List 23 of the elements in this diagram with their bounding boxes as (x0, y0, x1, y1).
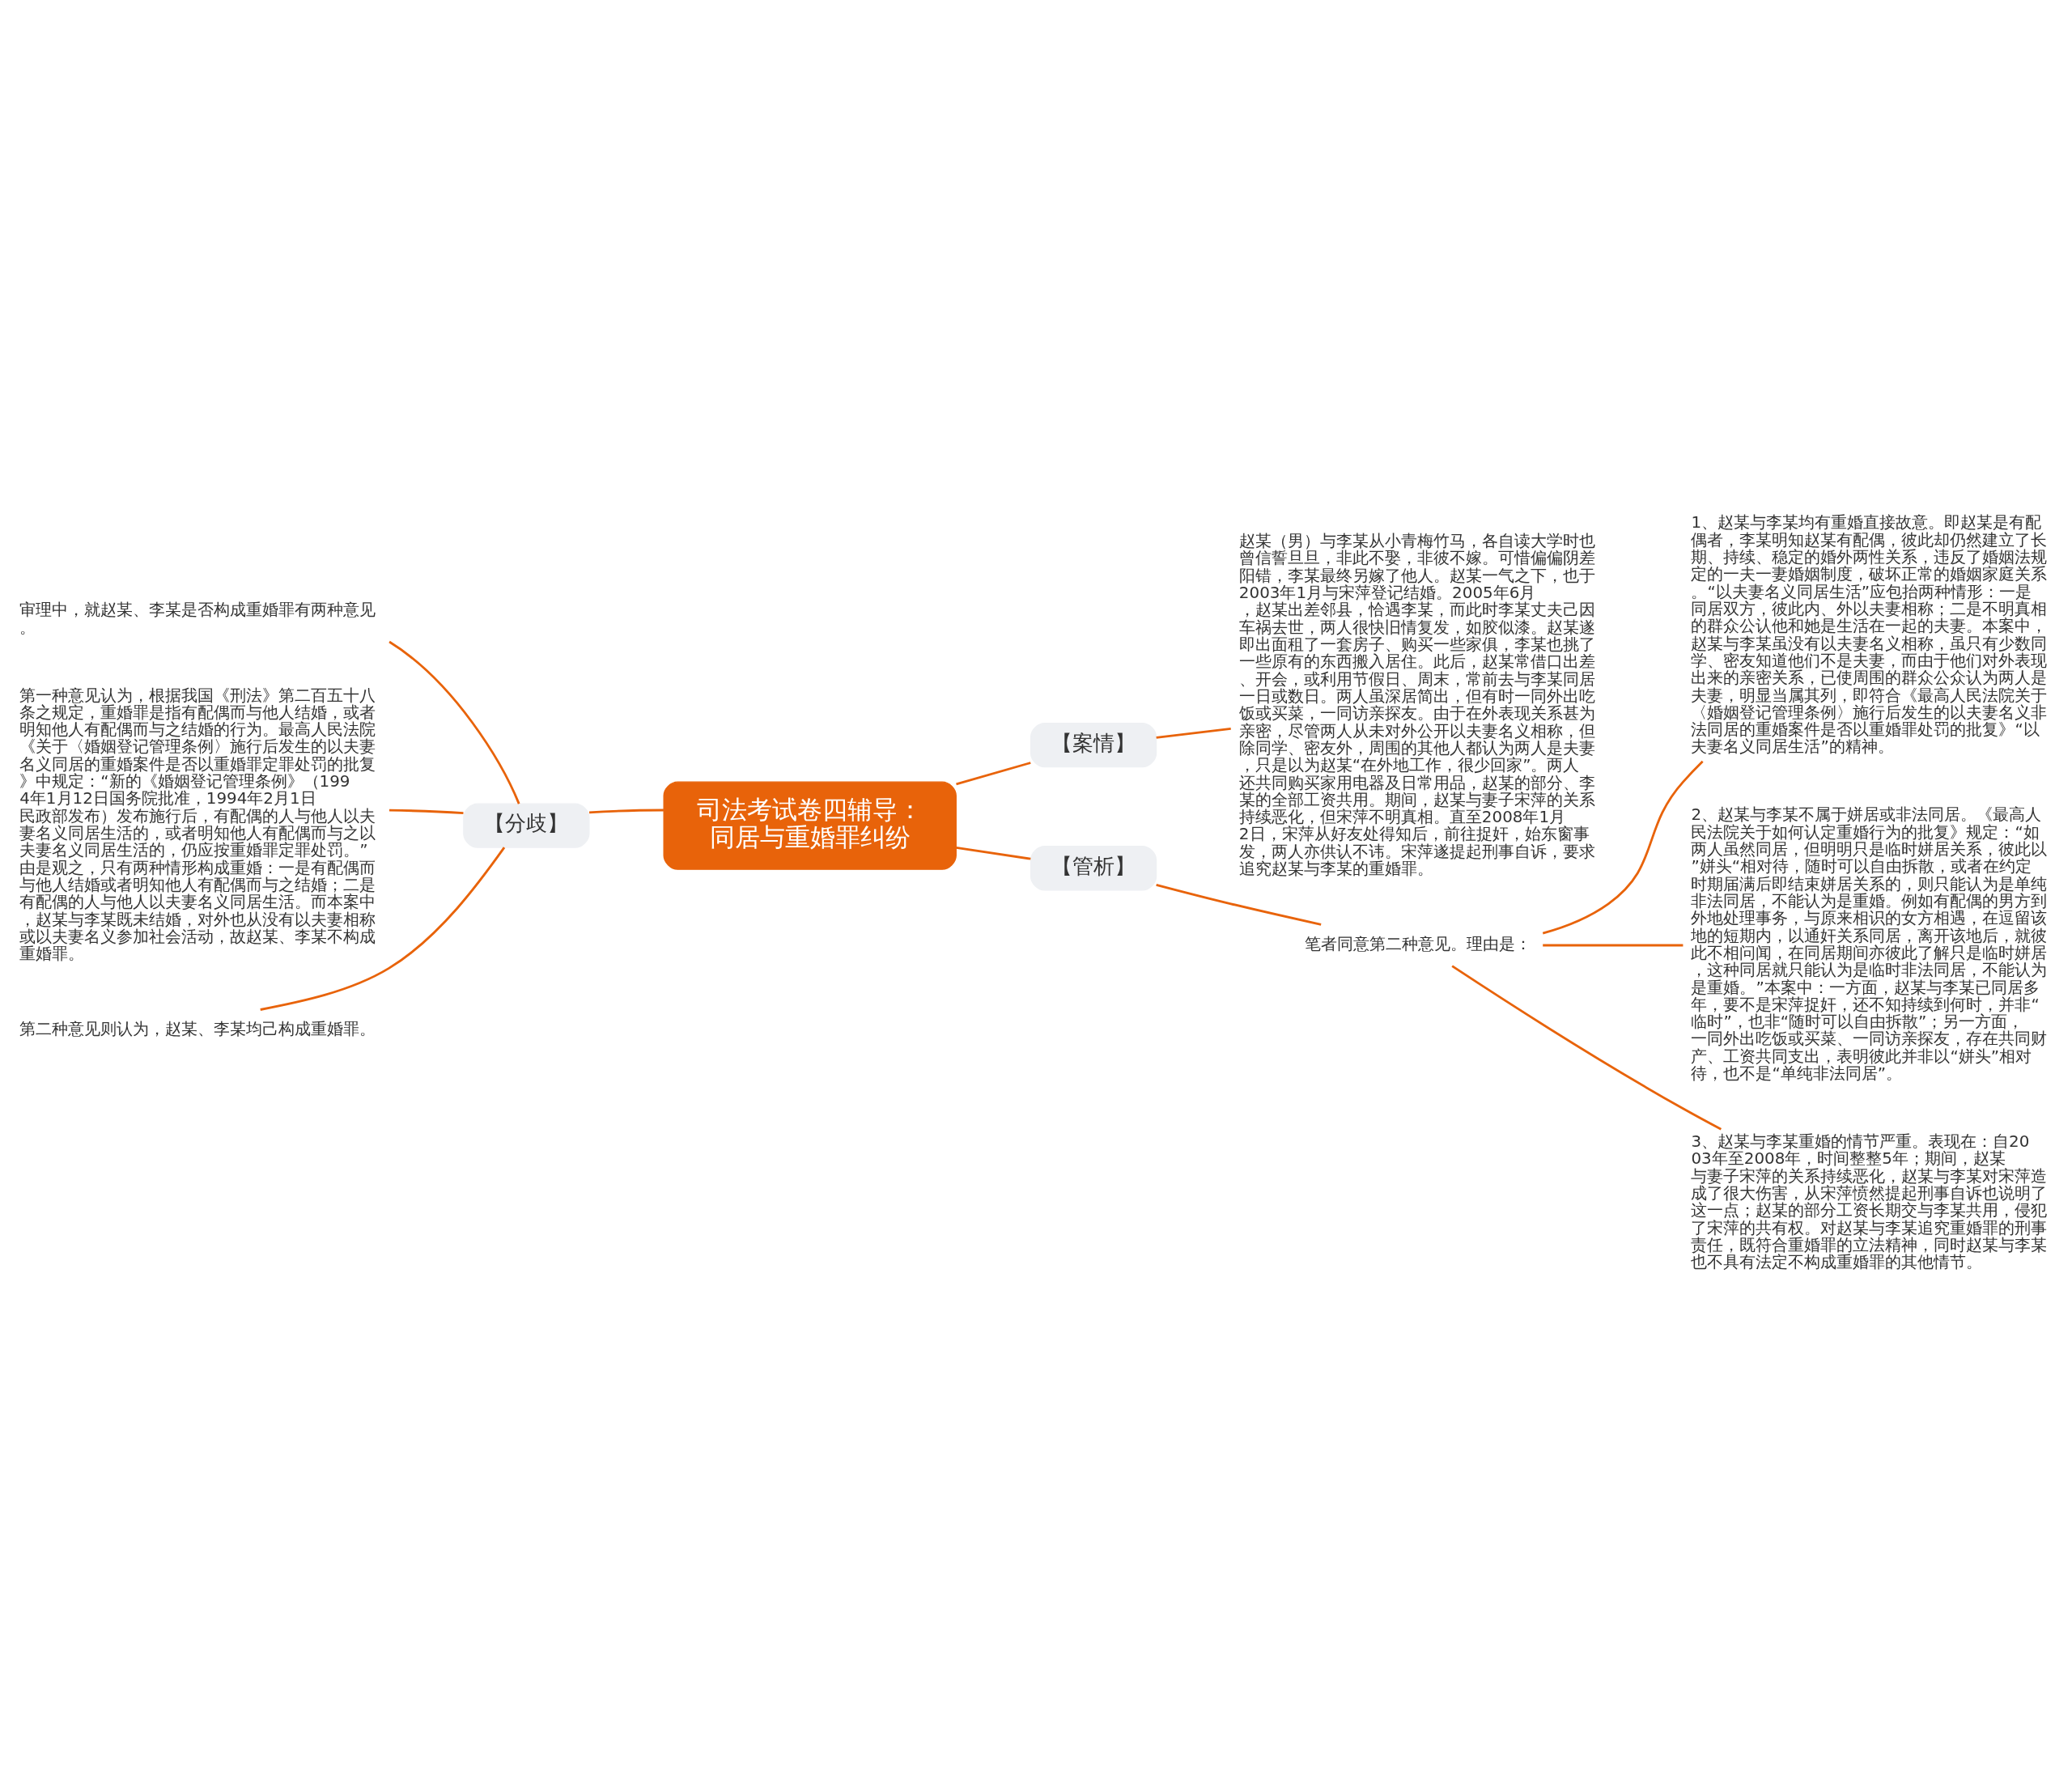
node-text: 3、赵某与李某重婚的情节严重。表现在：自2003年至2008年，时间整整5年；期间，赵某与妻子宋萍的关系持续恶化，赵某与李某对宋萍造成了很大伤害，从宋萍愤然提起刑事自诉也说明了这一点；赵某的部分工资长期交与李某共用，侵犯了宋萍的共有权。对赵某与李某追究重婚罪的刑事责任，既符合重婚罪的立法精神，同时赵某与李某也不具有法定不构成重婚罪的其他情节。 (1691, 1131, 2048, 1272)
node-text: 第二种意见则认为，赵某、李某均己构成重婚罪。 (19, 1020, 376, 1039)
node-box: 【管析】 (1030, 846, 1157, 891)
node-text: 赵某（男）与李某从小青梅竹马，各自读大学时也曾信誓旦旦，非此不娶，非彼不嫁。可惜偏偏阴差阳错，李某最终另嫁了他人。赵某一气之下，也于2003年1月与宋萍登记结婚。2005年6月，赵某出差邻县，恰遇李某，而此时李某丈夫己因车祸去世，两人很快旧情复发，如胶似漆。赵某遂即出面租了一套房子、购买一些家俱，李某也挑了一些原有的东西搬入居住。此后，赵某常借口出差、开会，或利用节假日、周末，常前去与李某同居一日或数日。两人虽深居简出，但有时一同外出吃饭或买菜，一同访亲探友。由于在外表现关系甚为亲密，尽管两人从未对外公开以夫妻名义相称，但除同学、密友外，周围的其他人都认为两人是夫妻，只是以为赵某“在外地工作，很少回家”。两人还共同购买家用电器及日常用品，赵某的部分、李某的全部工资共用。期间，赵某与妻子宋萍的关系持续恶化，但宋萍不明真相。直至2008年1月2日，宋萍从好友处得知后，前往捉奸，始东窗事发，两人亦供认不讳。宋萍遂提起刑事自诉，要求追究赵某与李某的重婚罪。 (1238, 532, 1595, 879)
node-box: 【分歧】 (463, 803, 590, 848)
connector (1542, 760, 1704, 935)
connector (1156, 883, 1322, 926)
node-text: 1、赵某与李某均有重婚直接故意。即赵某是有配偶者，李某明知赵某有配偶，彼此却仍然建立了长期、持续、稳定的婚外两性关系，违反了婚姻法规定的一夫一妻婚姻制度，破坏正常的婚姻家庭关系。“以夫妻名义同居生活”应包抬两种情形：一是同居双方，彼此内、外以夫妻相称；二是不明真相的群众公认他和她是生活在一起的夫妻。本案中，赵某与李某虽没有以夫妻名义相称，虽只有少数同学、密友知道他们不是夫妻，而由于他们对外表现出来的亲密关系，已使周围的群众公众认为两人是夫妻，明显当属其列，即符合《最高人民法院关于〈婚姻登记管理条例〉施行后发生的以夫妻名义非法同居的重婚案件是否以重婚罪处罚的批复》“以夫妻名义同居生活”的精神。 (1691, 513, 2048, 757)
node-box: 司法考试卷四辅导：同居与重婚罪纠纷 (663, 781, 957, 870)
node-text: 第一种意见认为，根据我国《刑法》第二百五十八条之规定，重婚罪是指有配偶而与他人结婚，或者明知他人有配偶而与之结婚的行为。最高人民法院《关于〈婚姻登记管理条例〉施行后发生的以夫妻名义同居的重婚案件是否以重婚罪定罪处罚的批复》中规定：“新的《婚姻登记管理条例》（1994年1月12日国务院批准，1994年2月1日民政部发布）发布施行后，有配偶的人与他人以夫妻名义同居生活的，或者明知他人有配偶而与之以夫妻名义同居生活的，仍应按重婚罪定罪处罚。”由是观之，只有两种情形构成重婚：一是有配偶而与他人结婚或者明知他人有配偶而与之结婚；二是有配偶的人与他人以夫妻名义同居生活。而本案中，赵某与李某既未结婚，对外也从没有以夫妻相称或以夫妻名义参加社会活动，故赵某、李某不构成重婚罪。 (19, 686, 376, 964)
connector (1543, 944, 1684, 947)
connector (1451, 965, 1722, 1131)
node-text: 2、赵某与李某不属于姘居或非法同居。《最高人民法院关于如何认定重婚行为的批复》规定：“如两人虽然同居，但明明只是临时姘居关系，彼此以”姘头“相对待，随时可以自由拆散，或者在约定时期届满后即结束姘居关系的，则只能认为是单纯非法同居，不能认为是重婚。例如有配偶的男方到外地处理事务，与原来相识的女方相遇，在逗留该地的短期内，以通奸关系同居，离开该地后，就彼此不相问闻，在同居期间亦彼此了解只是临时姘居，这种同居就只能认为是临时非法同居，不能认为是重婚。”本案中：一方面，赵某与李某已同居多年，要不是宋萍捉奸，还不知持续到何时，并非“临时”，也非“随时可以自由拆散”；另一方面，一同外出吃饭或买菜、一同访亲探友，存在共同财产、工资共同支出，表明彼此并非以“姘头”相对待，也不是“单纯非法同居”。 (1691, 805, 2048, 1084)
connector (956, 846, 1031, 860)
connector (260, 847, 506, 1011)
connector (588, 809, 664, 814)
node-text: 审理中，就赵某、李某是否构成重婚罪有两种意见。 (19, 601, 376, 637)
connector (1156, 727, 1231, 739)
connector (956, 762, 1031, 786)
connector (388, 809, 464, 815)
node-text: 笔者同意第二种意见。理由是： (1304, 935, 1531, 954)
connector (388, 640, 520, 804)
node-box: 【案情】 (1030, 722, 1157, 768)
